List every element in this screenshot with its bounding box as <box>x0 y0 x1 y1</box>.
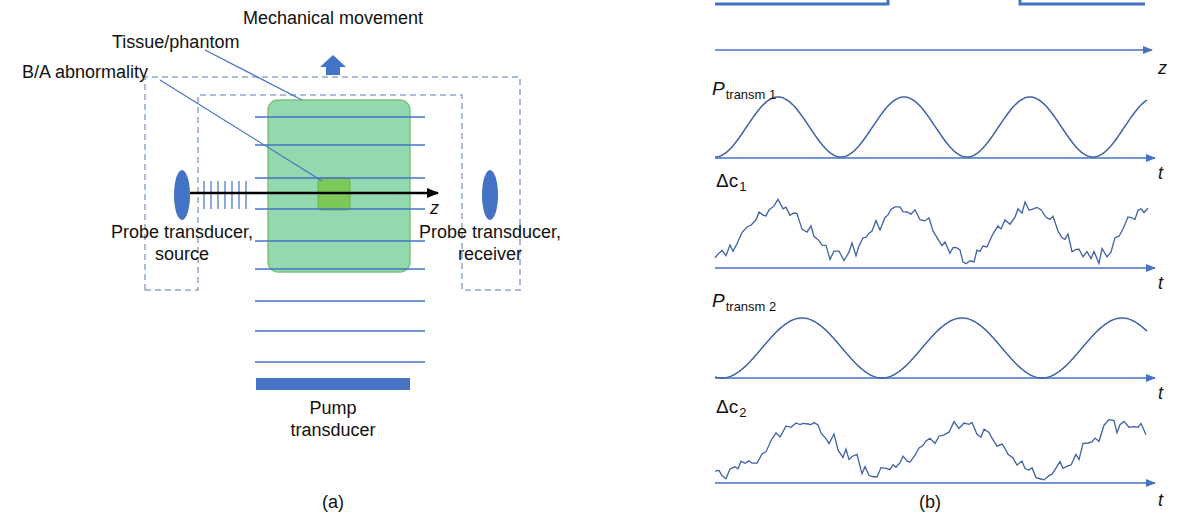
node-label: Probe transducer, source <box>105 222 259 265</box>
axis <box>715 377 1155 378</box>
leader-line <box>205 50 302 100</box>
wavefront-line <box>210 181 211 209</box>
pump-transducer: Pump transducer <box>256 378 410 441</box>
wavefront-line <box>255 240 425 241</box>
subscript: 1 <box>739 180 746 195</box>
z-axis-arrow <box>190 192 438 195</box>
annotation-label: Tissue/phantom <box>112 32 239 53</box>
pump-profile <box>1020 0 1145 4</box>
annotation-label: B/A abnormality <box>22 62 148 83</box>
axis-label: P <box>712 290 725 312</box>
subscript: 2 <box>739 406 746 421</box>
annotation-label: Mechanical movement <box>243 8 423 29</box>
wavefront-line <box>217 181 218 209</box>
annotation-label: (a) <box>322 492 344 513</box>
wavefront-line <box>224 181 225 209</box>
axis-label: z <box>1158 58 1167 79</box>
wavefront-line <box>255 330 425 331</box>
pump-profile <box>715 0 888 4</box>
movement-arrow <box>320 55 346 75</box>
axis <box>715 267 1155 268</box>
annotation-label: Δc <box>716 170 738 192</box>
wavefront-line <box>255 177 425 178</box>
wavefront-line <box>255 361 425 362</box>
node-label: Probe transducer, receiver <box>413 222 567 265</box>
axis-label: t <box>1158 163 1163 184</box>
wavefront-line <box>231 181 232 209</box>
axis <box>715 482 1155 483</box>
probe-transducer: Probe transducer, source <box>105 168 259 265</box>
node-label: Pump transducer <box>278 398 388 441</box>
axis-label: t <box>1158 383 1163 404</box>
transducer-ellipse <box>480 168 500 222</box>
axis <box>715 157 1155 158</box>
annotation-label: (b) <box>919 492 941 513</box>
wavefront-line <box>255 116 425 117</box>
transducer-bar <box>256 378 410 390</box>
speed-change-curve <box>715 420 1146 480</box>
tissue-phantom <box>268 100 410 272</box>
subscript: transm 1 <box>726 88 777 103</box>
probe-wavefronts <box>204 181 246 209</box>
annotation-label: Δc <box>716 396 738 418</box>
pump-wavefronts <box>255 117 425 362</box>
axis-label: t <box>1158 490 1163 511</box>
axis-label: t <box>1158 273 1163 294</box>
wavefront-line <box>255 144 425 145</box>
axis-label: z <box>430 198 439 219</box>
axis <box>715 49 1152 50</box>
transducer-ellipse <box>172 168 192 222</box>
subscript: transm 2 <box>726 300 777 315</box>
pressure-curve <box>715 97 1147 157</box>
speed-change-curve <box>715 199 1148 263</box>
axis-label: P <box>712 78 725 100</box>
leader-line <box>160 80 322 181</box>
wavefront-line <box>245 181 246 209</box>
wavefront-line <box>255 300 425 301</box>
pressure-curve <box>715 318 1147 378</box>
wavefront-line <box>255 208 425 209</box>
wavefront-line <box>238 181 239 209</box>
wavefront-line <box>203 181 204 209</box>
wavefront-line <box>255 268 425 269</box>
